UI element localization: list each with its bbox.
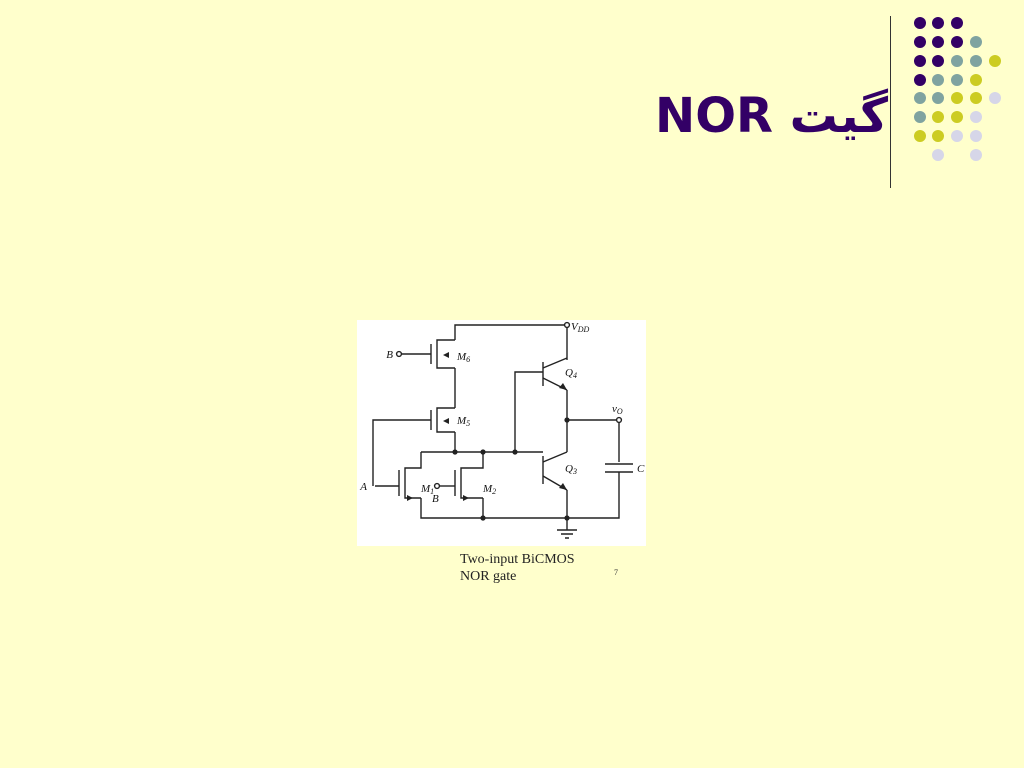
q3-label: Q3 bbox=[565, 463, 577, 476]
capacitor-label: C bbox=[637, 463, 645, 475]
m5-label: M5 bbox=[456, 415, 470, 428]
m2-label: M2 bbox=[482, 483, 496, 496]
m2-channel bbox=[460, 467, 483, 499]
title-divider bbox=[890, 16, 891, 188]
slide-number: 7 bbox=[614, 568, 618, 577]
q4-label: Q4 bbox=[565, 367, 577, 380]
circuit-figure: VDD B M6 M5 Q4 vO Q3 C A M1 B M2 bbox=[357, 320, 646, 546]
bicmos-nor-schematic: VDD B M6 M5 Q4 vO Q3 C A M1 B M2 bbox=[359, 321, 645, 539]
m5-channel bbox=[436, 407, 455, 433]
q4-base-wire bbox=[514, 371, 543, 452]
caption-line-2: NOR gate bbox=[460, 569, 517, 584]
vdd-label: VDD bbox=[571, 321, 590, 334]
input-a-label: A bbox=[359, 481, 367, 493]
m1-channel bbox=[404, 467, 421, 499]
slide-title: گیت NOR bbox=[655, 88, 888, 144]
ground-symbol bbox=[557, 529, 577, 539]
figure-caption: Two-input BiCMOS NOR gate bbox=[460, 551, 575, 585]
m6-channel bbox=[436, 339, 455, 369]
input-b-label-bottom: B bbox=[432, 493, 439, 505]
decorative-dot-grid bbox=[914, 17, 1001, 161]
output-label: vO bbox=[612, 403, 623, 416]
m6-label: M6 bbox=[456, 351, 470, 364]
m1-label: M1 bbox=[420, 483, 434, 496]
vdd-rail bbox=[454, 324, 565, 340]
caption-line-1: Two-input BiCMOS bbox=[460, 552, 575, 567]
input-b-label-top: B bbox=[386, 349, 393, 361]
